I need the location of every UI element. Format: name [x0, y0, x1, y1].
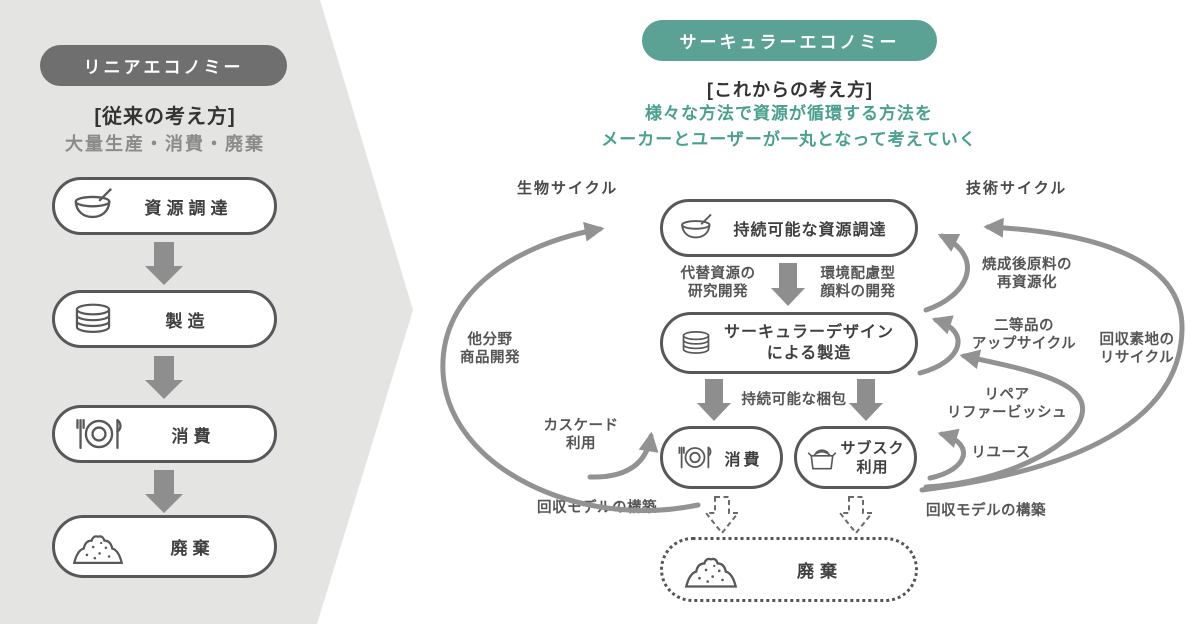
refire-arrow [923, 233, 970, 313]
plates-stack-icon [679, 328, 713, 358]
reuse-label: リユース [971, 445, 1031, 461]
bio-cycle-label: 生物サイクル [517, 180, 619, 197]
linear-step-label: 消費 [171, 426, 216, 446]
recycle-base-label: 回収素地の リサイクル [1099, 332, 1175, 366]
circular-economy-badge: サーキュラーエコノミー [642, 20, 937, 61]
linear-step-consumption: 消費 [52, 405, 277, 463]
down-arrow [771, 263, 805, 306]
bio-cycle-arrow [440, 221, 701, 514]
circular-node-label: 消費 [724, 451, 763, 469]
circular-node-sourcing: 持続可能な資源調達 [660, 199, 918, 257]
plates-stack-icon [71, 300, 115, 338]
recovery-model-left-label: 回収モデルの構築 [537, 500, 657, 516]
plate-cutlery-icon [675, 443, 715, 472]
linear-step-manufacturing: 製造 [52, 290, 277, 348]
circular-node-label: 廃棄 [797, 562, 843, 581]
tech-cycle-label: 技術サイクル [966, 180, 1068, 197]
circular-node-label: サブスク 利用 [840, 439, 905, 476]
circular-node-subscription: サブスク 利用 [794, 426, 917, 489]
linear-step-label: 製造 [165, 311, 210, 331]
circular-node-manufacturing: サーキュラーデザイン による製造 [660, 312, 918, 374]
sustainable-packaging-label: 持続可能な梱包 [741, 392, 847, 408]
upcycle-arrow [917, 315, 961, 376]
circular-node-consumption: 消費 [660, 426, 783, 489]
waste-pile-icon [71, 528, 125, 566]
upcycle-label: 二等品の アップサイクル [971, 318, 1077, 352]
recovery-model-right-label: 回収モデルの構築 [926, 503, 1046, 519]
alt-resources-label: 代替資源の 研究開発 [680, 266, 756, 300]
disposal-dashed-arrows [703, 496, 875, 535]
dashed-down-arrow [837, 496, 875, 535]
linear-economy-badge: リニアエコノミー [40, 45, 287, 86]
circular-description: 様々な方法で資源が循環する方法を メーカーとユーザーが一丸となって考えていく [601, 104, 977, 149]
circular-subtitle: [これからの考え方] [707, 80, 873, 100]
linear-step-label: 資源調達 [144, 198, 233, 218]
repair-refurbish-label: リペア リファービッシュ [947, 387, 1067, 421]
refire-material-label: 焼成後原料の 再資源化 [982, 257, 1072, 291]
subscription-box-icon [807, 444, 837, 472]
other-fields-label: 他分野 商品開発 [460, 332, 520, 366]
linear-step-disposal: 廃棄 [52, 515, 277, 578]
linear-subtitle: [従来の考え方] [94, 106, 236, 128]
linear-description: 大量生産・消費・廃棄 [65, 134, 265, 154]
circular-node-label: 持続可能な資源調達 [733, 222, 887, 239]
bowl-icon [679, 213, 715, 244]
linear-step-label: 廃棄 [170, 539, 215, 558]
linear-step-sourcing: 資源調達 [52, 177, 277, 235]
waste-pile-icon [683, 550, 739, 590]
circular-node-label: サーキュラーデザイン による製造 [723, 324, 894, 362]
plate-cutlery-icon [71, 414, 127, 454]
cascade-use-label: カスケード 利用 [543, 418, 619, 452]
circular-node-disposal: 廃棄 [660, 537, 918, 602]
bowl-icon [71, 187, 117, 225]
eco-pigment-label: 環境配慮型 顔料の開発 [820, 266, 896, 300]
dashed-down-arrow [703, 496, 741, 535]
